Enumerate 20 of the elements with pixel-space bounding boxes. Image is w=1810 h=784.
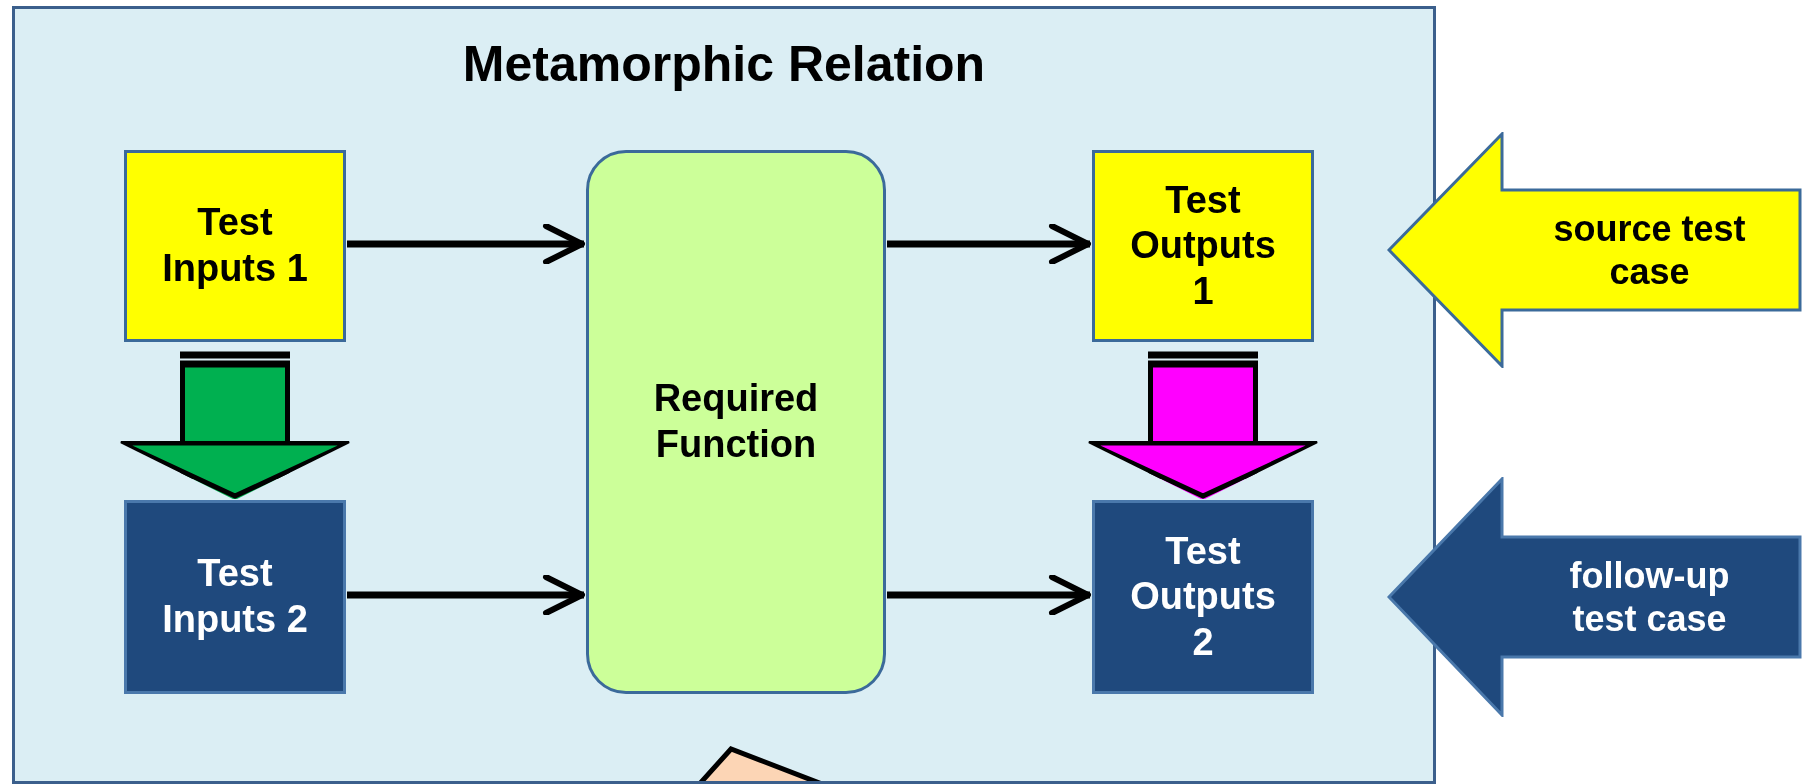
arrow — [347, 574, 585, 616]
box-label: Test Outputs 2 — [1129, 528, 1277, 665]
left-arrow-shape — [1387, 477, 1802, 717]
arrow-label: follow-up test case — [1568, 553, 1731, 641]
arrow — [887, 223, 1091, 265]
arrow — [347, 223, 585, 265]
arrow — [887, 574, 1091, 616]
process-box — [124, 500, 346, 694]
process-box — [1092, 500, 1314, 694]
process-box — [1092, 150, 1314, 342]
process-box — [586, 150, 886, 694]
box-label: Test Inputs 2 — [161, 551, 309, 642]
box-label: Test Inputs 1 — [161, 200, 309, 291]
arrow-label: source test case — [1552, 206, 1747, 294]
container-panel — [12, 6, 1436, 784]
left-arrow-shape — [1387, 132, 1802, 368]
box-label: Required Function — [652, 376, 820, 467]
process-box — [124, 150, 346, 342]
box-label: Test Outputs 1 — [1129, 177, 1277, 314]
panel-title: Metamorphic Relation — [462, 35, 986, 94]
